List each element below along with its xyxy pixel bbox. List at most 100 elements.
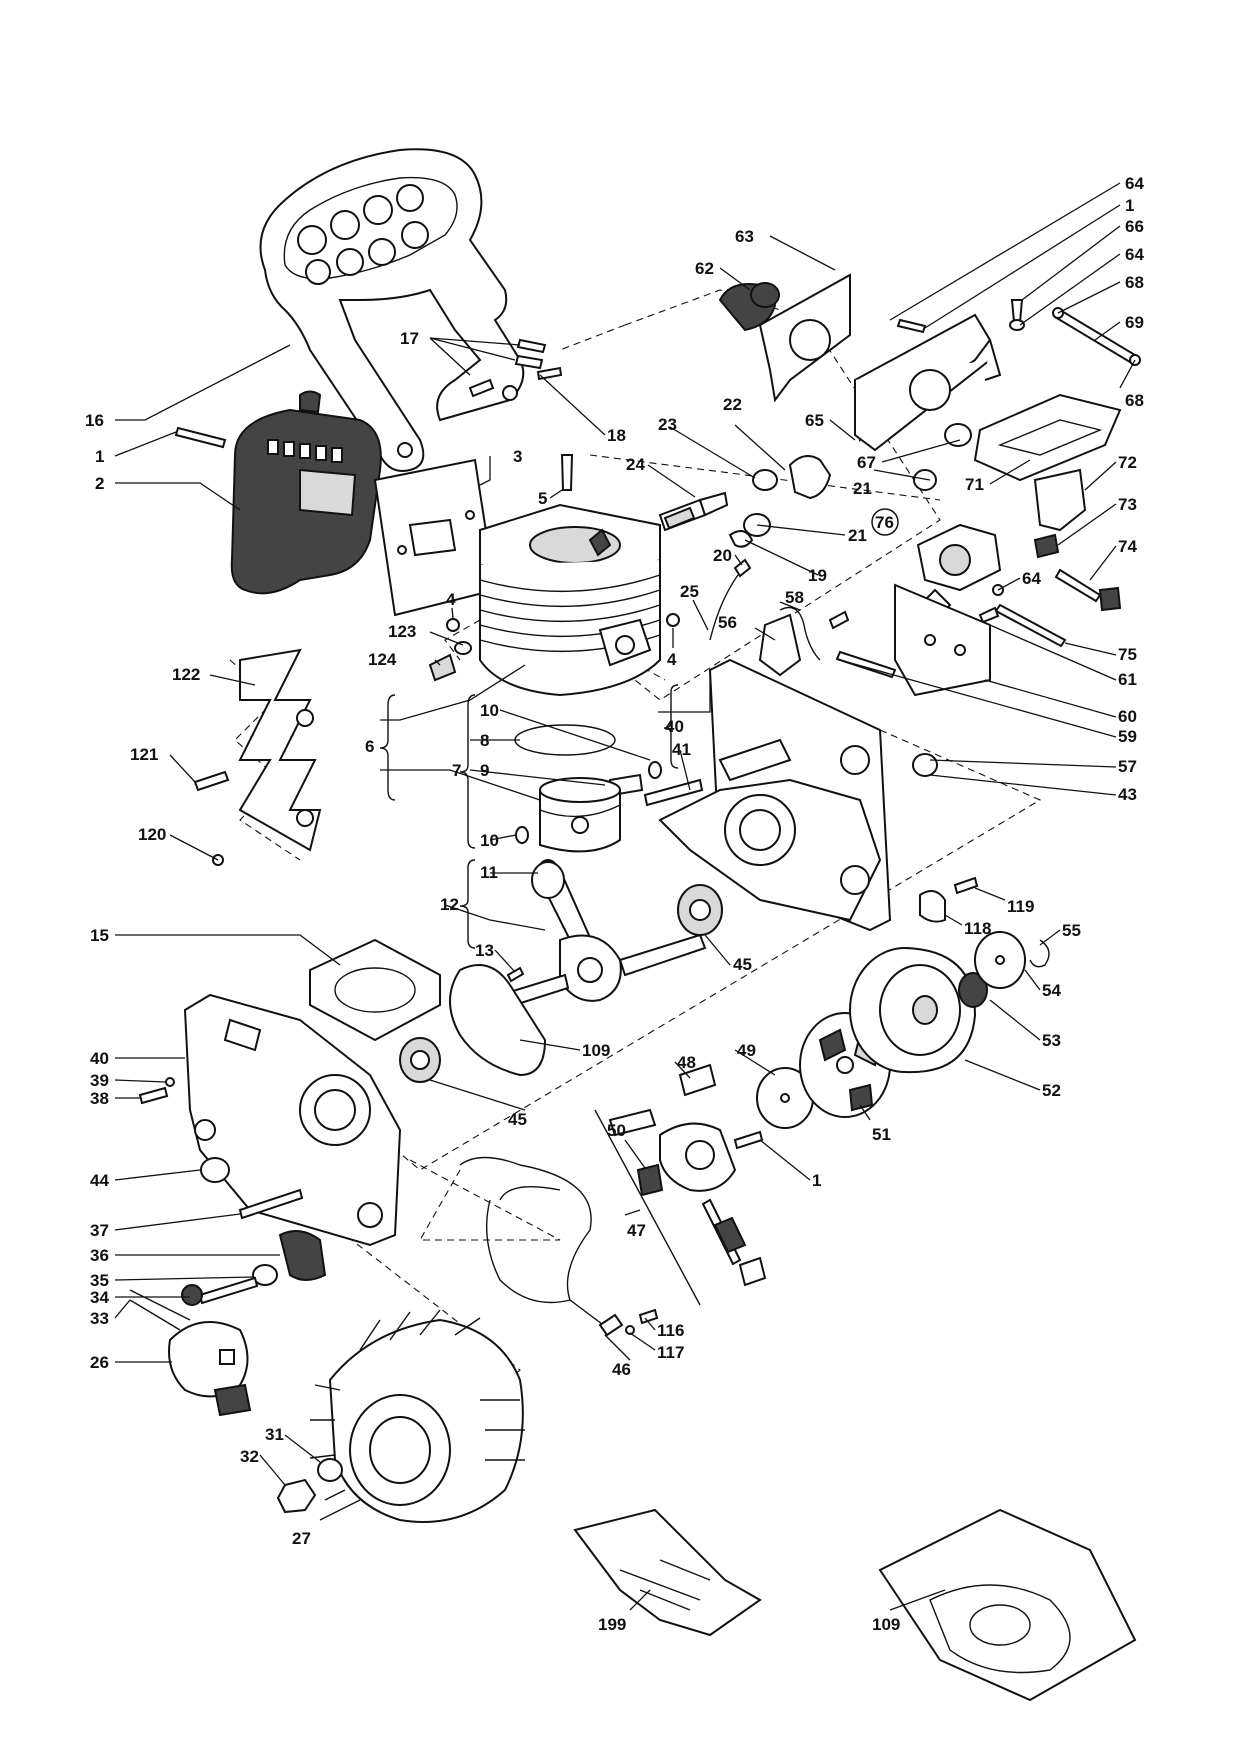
- group-brackets: [379, 684, 679, 949]
- screw-66: [1010, 299, 1024, 323]
- label-33: 33: [90, 1309, 109, 1328]
- label-10: 10: [480, 831, 499, 850]
- gasket-67: [944, 423, 972, 447]
- chain-guide-plate: [238, 648, 322, 852]
- label-31: 31: [265, 1425, 284, 1444]
- worm-50: [636, 1163, 664, 1197]
- label-65: 65: [805, 411, 824, 430]
- label-123: 123: [388, 622, 416, 641]
- label-76-circled: 76: [871, 508, 899, 536]
- label-45: 45: [733, 955, 752, 974]
- screw-75: [994, 603, 1067, 648]
- grommet-21b: [913, 469, 937, 491]
- carburettor: [916, 523, 1002, 617]
- label-68: 68: [1125, 391, 1144, 410]
- intake-bracket: [718, 273, 851, 403]
- flywheel: [309, 1309, 525, 1523]
- label-58: 58: [785, 588, 804, 607]
- screw-58b: [828, 610, 850, 630]
- circlip-10b: [515, 826, 529, 844]
- label-109: 109: [872, 1615, 900, 1634]
- clip-55: [1029, 939, 1050, 968]
- label-16: 16: [85, 411, 104, 430]
- label-72: 72: [1118, 453, 1137, 472]
- label-54: 54: [1042, 981, 1061, 1000]
- label-1: 1: [95, 447, 104, 466]
- label-38: 38: [90, 1089, 109, 1108]
- label-5: 5: [538, 489, 547, 508]
- label-45: 45: [508, 1110, 527, 1129]
- screw-116: [638, 1308, 659, 1325]
- label-117: 117: [657, 1343, 684, 1362]
- label-55: 55: [1062, 921, 1081, 940]
- label-21: 21: [848, 526, 867, 545]
- label-15: 15: [90, 926, 109, 945]
- label-25: 25: [680, 582, 699, 601]
- label-32: 32: [240, 1447, 259, 1466]
- sleeve-35: [252, 1264, 278, 1286]
- label-18: 18: [607, 426, 626, 445]
- plug-33: [181, 1284, 203, 1306]
- label-2: 2: [95, 474, 104, 493]
- circlip-10a: [648, 761, 662, 779]
- screw-64-top: [896, 318, 927, 334]
- label-44: 44: [90, 1171, 109, 1190]
- label-23: 23: [658, 415, 677, 434]
- piston-ring: [514, 724, 616, 756]
- label-39: 39: [90, 1071, 109, 1090]
- label-75: 75: [1118, 645, 1137, 664]
- spring-19: [728, 530, 754, 548]
- part-48: [678, 1063, 717, 1097]
- label-1: 1: [1125, 196, 1134, 215]
- bearing-45b-bore: [410, 1050, 430, 1070]
- label-60: 60: [1118, 707, 1137, 726]
- label-66: 66: [1125, 217, 1144, 236]
- washer-23: [752, 469, 778, 491]
- label-119: 119: [1007, 897, 1034, 916]
- bushing-118: [919, 890, 946, 923]
- clutch-drum: [849, 947, 977, 1074]
- nut-4b: [666, 613, 680, 627]
- label-47: 47: [627, 1221, 646, 1240]
- label-40: 40: [90, 1049, 109, 1068]
- label-9: 9: [480, 761, 489, 780]
- buffer-36: [278, 1230, 327, 1281]
- label-10: 10: [480, 701, 499, 720]
- screw-119: [953, 876, 979, 895]
- label-56: 56: [718, 613, 737, 632]
- label-7: 7: [452, 761, 461, 780]
- label-35: 35: [90, 1271, 109, 1290]
- nut-32: [276, 1478, 317, 1514]
- label-43: 43: [1118, 785, 1137, 804]
- spark-plug: [658, 491, 729, 532]
- label-68: 68: [1125, 273, 1144, 292]
- label-17: 17: [400, 329, 419, 348]
- cylinder-gasket: [309, 938, 441, 1042]
- leader-lines: [114, 182, 1136, 1611]
- label-116: 116: [657, 1321, 684, 1340]
- label-122: 122: [172, 665, 200, 684]
- washer-123: [454, 641, 472, 655]
- needle-bearing-53: [958, 972, 988, 1008]
- label-57: 57: [1118, 757, 1137, 776]
- pin-69: [1053, 308, 1137, 364]
- label-53: 53: [1042, 1031, 1061, 1050]
- screw-38: [138, 1086, 169, 1105]
- filter-73: [1033, 533, 1060, 559]
- screw-34: [198, 1276, 259, 1305]
- label-51: 51: [872, 1125, 891, 1144]
- label-4: 4: [667, 650, 677, 669]
- impulse-hose: [709, 574, 739, 641]
- label-67: 67: [857, 453, 876, 472]
- screw-121: [193, 770, 230, 792]
- label-1: 1: [812, 1171, 821, 1190]
- label-41: 41: [672, 740, 691, 759]
- washer-117: [625, 1325, 635, 1335]
- label-71: 71: [965, 475, 984, 494]
- label-12: 12: [440, 895, 459, 914]
- label-21: 21: [853, 479, 872, 498]
- plug-cap: [788, 455, 832, 500]
- handle-screws: [468, 338, 563, 398]
- label-118: 118: [964, 919, 991, 938]
